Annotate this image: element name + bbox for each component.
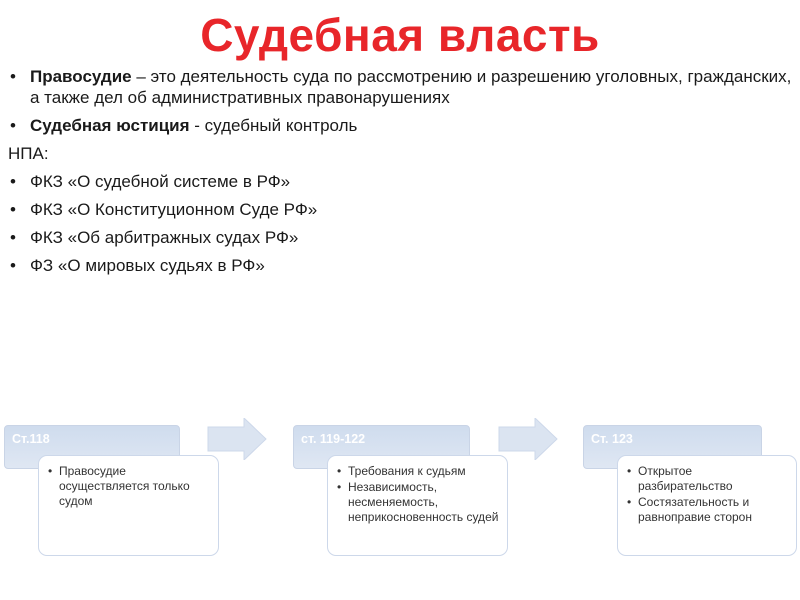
content-list: • Правосудие – это деятельность суда по … [8, 66, 793, 283]
list-item: • Состязательность и равноправие сторон [626, 495, 788, 525]
bullet-icon: • [10, 172, 16, 191]
step-header-label: Ст. 123 [591, 432, 633, 446]
step-text: Открытое разбирательство [638, 464, 733, 493]
bullet-icon: • [10, 67, 16, 86]
law-item: ФКЗ «О Конституционном Суде РФ» [30, 200, 318, 219]
list-item: • Требования к судьям [336, 464, 499, 479]
step-header-label: Ст.118 [12, 432, 50, 446]
term-definition: - судебный контроль [189, 116, 358, 135]
npa-label: НПА: [8, 144, 49, 163]
list-item: • Судебная юстиция - судебный контроль [8, 115, 793, 136]
list-item: • Правосудие осуществляется только судом [47, 464, 210, 509]
step-box: • Открытое разбирательство • Состязатель… [617, 455, 797, 556]
list-item: • Открытое разбирательство [626, 464, 788, 494]
list-item: • ФЗ «О мировых судьях в РФ» [8, 255, 793, 276]
bullet-icon: • [627, 464, 632, 478]
list-item: • ФКЗ «Об арбитражных судах РФ» [8, 227, 793, 248]
arrow-right-icon [207, 418, 267, 460]
bullet-icon: • [48, 464, 53, 478]
term-label: Судебная юстиция [30, 116, 190, 135]
term-label: Правосудие [30, 67, 132, 86]
page-title: Судебная власть [200, 9, 600, 61]
bullet-icon: • [337, 480, 342, 494]
step-box: • Требования к судьям • Независимость, н… [327, 455, 508, 556]
list-item: • Независимость, несменяемость, неприкос… [336, 480, 499, 525]
bullet-icon: • [10, 228, 16, 247]
step-text: Состязательность и равноправие сторон [638, 495, 752, 524]
bullet-icon: • [10, 256, 16, 275]
bullet-icon: • [627, 495, 632, 509]
step-text: Правосудие осуществляется только судом [59, 464, 190, 508]
law-item: ФЗ «О мировых судьях в РФ» [30, 256, 265, 275]
list-item: • Правосудие – это деятельность суда по … [8, 66, 793, 108]
step-text: Требования к судьям [348, 464, 466, 478]
bullet-icon: • [10, 116, 16, 135]
bullet-icon: • [337, 464, 342, 478]
bullet-icon: • [10, 200, 16, 219]
list-item: • ФКЗ «О Конституционном Суде РФ» [8, 199, 793, 220]
law-item: ФКЗ «О судебной системе в РФ» [30, 172, 291, 191]
list-item: • ФКЗ «О судебной системе в РФ» [8, 171, 793, 192]
term-definition: – это деятельность суда по рассмотрению … [30, 67, 792, 107]
arrow-right-icon [498, 418, 558, 460]
step-box: • Правосудие осуществляется только судом [38, 455, 219, 556]
step-text: Независимость, несменяемость, неприкосно… [348, 480, 499, 524]
step-header-label: ст. 119-122 [301, 432, 366, 446]
law-item: ФКЗ «Об арбитражных судах РФ» [30, 228, 299, 247]
